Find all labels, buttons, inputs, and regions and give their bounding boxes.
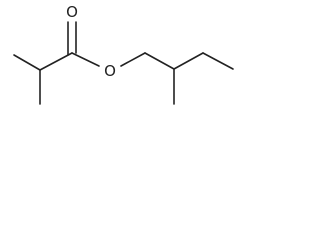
- bond-carbonyl-to-ester-oxygen: [71, 52, 100, 67]
- bond-ethyl-terminal: [202, 52, 234, 70]
- bond-ch-to-carbonyl: [39, 52, 73, 71]
- bond-methyl-up-left: [13, 54, 41, 71]
- bond-ester-oxygen-to-ch2: [120, 52, 146, 67]
- ester-oxygen-label: O: [104, 62, 116, 80]
- carbonyl-oxygen-label: O: [66, 3, 78, 21]
- bond-ch2-to-ch: [144, 52, 175, 70]
- skeletal-structure: O O: [13, 3, 234, 105]
- bond-ch-to-ch2-ethyl: [173, 52, 204, 70]
